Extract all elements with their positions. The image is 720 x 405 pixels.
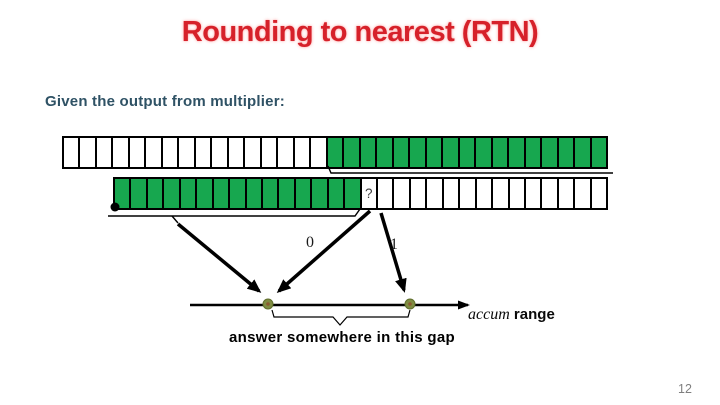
bit-cell-white [294, 138, 310, 167]
bit-cell-green [509, 138, 524, 167]
bit-cell-green [230, 179, 245, 208]
bit-cell-white [443, 179, 459, 208]
bit-cell-white [394, 179, 409, 208]
bit-cell-green [131, 179, 146, 208]
bit-cell-white [558, 179, 574, 208]
bit-cell-green [393, 138, 409, 167]
bit-cell-green [180, 179, 196, 208]
bit-cell-green [213, 179, 229, 208]
bit-cell-green [525, 138, 541, 167]
slide-title: Rounding to nearest (RTN) [181, 16, 539, 48]
arrow-kept-bits-to-dot [176, 222, 262, 293]
round-down-dot [262, 298, 274, 310]
bit-cell-white [542, 179, 557, 208]
bit-cell-green [426, 138, 442, 167]
bit-cell-green [345, 179, 360, 208]
bit-cell-white [113, 138, 128, 167]
bit-cell-white [146, 138, 161, 167]
bit-cell-white [410, 179, 426, 208]
bit-cell-green [147, 179, 163, 208]
bit-cell-green [295, 179, 311, 208]
bit-cell-white [129, 138, 145, 167]
bit-cell-green [246, 179, 261, 208]
bit-cell-green [591, 138, 606, 167]
bit-cell-green [360, 138, 376, 167]
bit-cell-white [261, 138, 277, 167]
bit-cell-green [443, 138, 458, 167]
bit-cell-green [197, 179, 212, 208]
bit-cell-white [575, 179, 590, 208]
gap-underbrace [271, 309, 411, 326]
bit-cell-white [591, 179, 607, 208]
accumulator-row: ? [113, 177, 608, 210]
bit-cell-white [427, 179, 442, 208]
bit-cell-green [279, 179, 294, 208]
bit-cell-white [96, 138, 112, 167]
round-down-label: 0 [306, 234, 314, 251]
bit-cell-white [509, 179, 524, 208]
multiplier-output-row [62, 136, 608, 169]
gap-note: answer somewhere in this gap [229, 329, 455, 346]
accum-range-label: accum range [468, 306, 555, 324]
bit-cell-white [493, 179, 508, 208]
bit-cell-white [311, 138, 326, 167]
bit-cell-green [558, 138, 574, 167]
bit-cell-green [327, 138, 343, 167]
bit-cell-green [262, 179, 278, 208]
page-number: 12 [678, 382, 692, 396]
row2-bracket-tick [171, 215, 179, 224]
bit-cell-white [378, 179, 393, 208]
bit-cell-green [328, 179, 344, 208]
round-up-label: 1 [390, 236, 398, 253]
accum-word: accum [468, 306, 510, 323]
intro-text: Given the output from multiplier: [45, 93, 285, 110]
bit-cell-white [245, 138, 260, 167]
bit-cell-green [115, 179, 130, 208]
row2-green-bracket [108, 208, 361, 217]
bit-cell-green [575, 138, 590, 167]
range-word: range [509, 306, 555, 323]
bit-cell-white [476, 179, 492, 208]
bit-cell-white [179, 138, 194, 167]
bit-cell-green [459, 138, 475, 167]
bit-cell-white [525, 179, 541, 208]
bit-cell-white [64, 138, 79, 167]
bit-cell-green [344, 138, 359, 167]
bit-cell-white [278, 138, 293, 167]
bit-cell-green [492, 138, 508, 167]
bit-cell-green [476, 138, 491, 167]
bit-cell-white [195, 138, 211, 167]
bit-cell-white [228, 138, 244, 167]
bit-cell-white [460, 179, 475, 208]
bit-cell-white [162, 138, 178, 167]
arrow-round-down [276, 209, 372, 293]
bit-cell-green [410, 138, 425, 167]
bit-cell-green [164, 179, 179, 208]
bit-cell-white [212, 138, 227, 167]
bit-cell-query: ? [361, 179, 376, 208]
bit-cell-green [312, 179, 327, 208]
bit-cell-white [80, 138, 95, 167]
bit-cell-green [542, 138, 557, 167]
bit-cell-green [377, 138, 392, 167]
round-up-dot [404, 298, 416, 310]
